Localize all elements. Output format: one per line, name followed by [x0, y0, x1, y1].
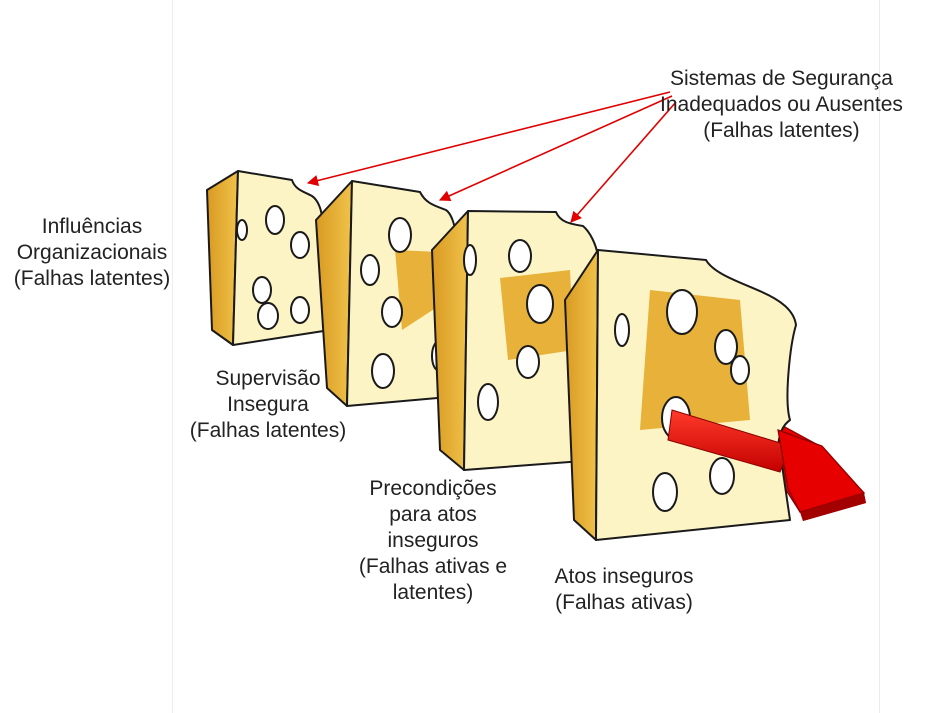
pointer-line-2: [440, 96, 672, 200]
label-organizational-influences: Influências Organizacionais (Falhas late…: [8, 214, 176, 292]
label-unsafe-supervision: Supervisão Insegura (Falhas latentes): [180, 366, 356, 444]
cheese-slice-4: [565, 250, 796, 540]
label-preconditions: Precondições para atos inseguros (Falhas…: [348, 476, 518, 606]
label-unsafe-acts: Atos inseguros (Falhas ativas): [540, 564, 708, 616]
cheese-slice-1: [207, 171, 330, 345]
pointer-line-1: [308, 92, 670, 183]
label-safety-systems: Sistemas de Segurança Inadequados ou Aus…: [660, 66, 903, 144]
